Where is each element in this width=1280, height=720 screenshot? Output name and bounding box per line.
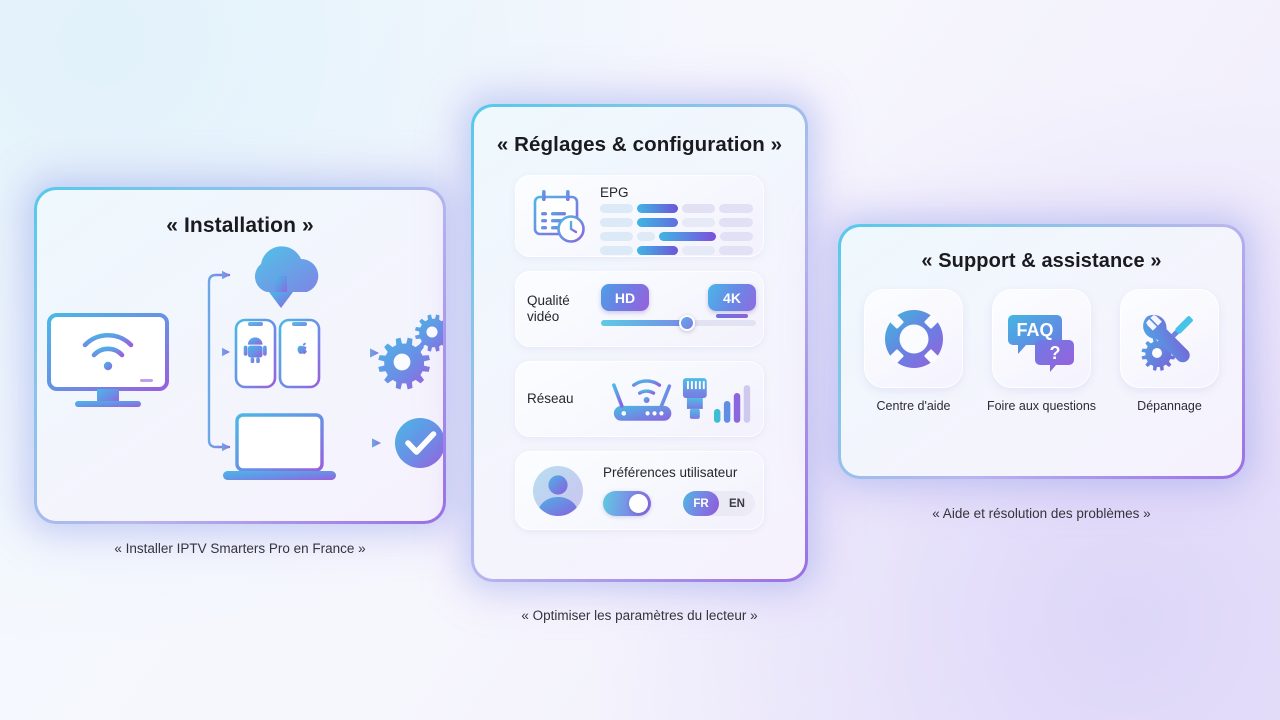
router-wifi-icon	[612, 379, 672, 421]
epg-bar-row	[600, 232, 753, 241]
ethernet-plug-icon	[682, 378, 707, 419]
epg-segment	[718, 218, 753, 227]
preferences-label: Préférences utilisateur	[603, 465, 738, 480]
support-tile-troubleshooting-box[interactable]	[1120, 289, 1219, 388]
epg-label: EPG	[600, 185, 629, 200]
preferences-toggle[interactable]	[603, 491, 651, 516]
epg-segment	[637, 204, 678, 213]
support-tile-troubleshooting-label: Dépannage	[1137, 399, 1202, 413]
card-support-title: « Support & assistance »	[921, 250, 1162, 272]
card-installation-title: « Installation »	[166, 214, 314, 237]
laptop-icon	[223, 413, 336, 480]
calendar-clock-icon	[533, 190, 585, 243]
caption-installation: « Installer IPTV Smarters Pro en France …	[114, 541, 366, 556]
epg-segment	[600, 232, 633, 241]
epg-bar-row	[600, 218, 753, 227]
settings-row-network[interactable]: Réseau	[515, 361, 764, 437]
support-tile-faq-box[interactable]: FAQ ?	[992, 289, 1091, 388]
epg-segment	[600, 218, 633, 227]
caption-settings: « Optimiser les paramètres du lecteur »	[521, 608, 758, 623]
epg-segment	[637, 232, 655, 241]
epg-segment	[637, 218, 678, 227]
check-circle-icon	[395, 418, 443, 468]
support-tile-faq-label: Foire aux questions	[986, 399, 1097, 413]
gears-icon	[378, 314, 443, 390]
support-tile-troubleshooting[interactable]: Dépannage	[1120, 289, 1219, 413]
branch-connector	[171, 273, 231, 449]
video-quality-label-line1: Qualité	[527, 292, 570, 308]
support-tiles: Centre d'aide	[841, 289, 1242, 413]
epg-segment	[681, 204, 715, 213]
epg-segment	[600, 204, 633, 213]
lifebuoy-icon	[884, 309, 943, 368]
epg-segment	[681, 218, 715, 227]
settings-row-epg[interactable]: EPG	[515, 175, 764, 257]
network-label: Réseau	[527, 390, 574, 406]
svg-text:?: ?	[1049, 343, 1060, 363]
card-installation[interactable]: « Installation »	[34, 187, 446, 524]
video-quality-label-line2: vidéo	[527, 309, 560, 324]
tv-wifi-icon	[47, 313, 169, 407]
epg-bars	[600, 204, 753, 255]
arrow-phones-to-gears	[331, 348, 379, 358]
epg-segment	[718, 204, 753, 213]
preferences-toggle-knob	[629, 494, 648, 513]
epg-segment	[600, 246, 633, 255]
4k-badge-stand	[716, 314, 748, 318]
epg-segment	[681, 246, 715, 255]
card-support[interactable]: « Support & assistance »	[838, 224, 1245, 479]
epg-bar-row	[600, 246, 753, 255]
language-switch[interactable]: FR EN	[683, 491, 755, 516]
apple-phone-icon	[278, 318, 321, 389]
wrench-screwdriver-icon	[1141, 314, 1193, 371]
settings-row-preferences[interactable]: Préférences utilisateur FR EN	[515, 451, 764, 530]
quality-slider-knob[interactable]	[678, 315, 695, 331]
support-tile-faq[interactable]: FAQ ? Foire aux questions	[987, 289, 1096, 413]
support-tile-help-center-label: Centre d'aide	[876, 399, 951, 413]
video-quality-label: Qualité vidéo	[527, 293, 570, 326]
epg-segment	[659, 232, 716, 241]
signal-bars-icon	[714, 385, 751, 423]
caption-support: « Aide et résolution des problèmes »	[932, 506, 1151, 521]
svg-text:FAQ: FAQ	[1016, 320, 1053, 340]
card-settings-body: « Réglages & configuration »	[474, 107, 805, 579]
language-option-fr[interactable]: FR	[683, 491, 719, 516]
hd-badge[interactable]: HD	[601, 284, 649, 311]
quality-slider[interactable]	[601, 315, 756, 331]
settings-row-video-quality[interactable]: Qualité vidéo HD 4K	[515, 271, 764, 347]
android-phone-icon	[234, 318, 277, 389]
arrow-laptop-to-check	[335, 438, 381, 448]
card-settings[interactable]: « Réglages & configuration »	[471, 104, 808, 582]
support-tile-help-center-box[interactable]	[864, 289, 963, 388]
language-option-en[interactable]: EN	[729, 497, 745, 510]
faq-bubbles-icon: FAQ ?	[1007, 314, 1074, 372]
user-avatar-icon	[533, 465, 583, 516]
4k-badge[interactable]: 4K	[708, 284, 756, 311]
epg-segment	[637, 246, 678, 255]
settings-rows: EPG	[474, 175, 805, 530]
epg-bar-row	[600, 204, 753, 213]
epg-segment	[720, 232, 753, 241]
support-tile-help-center[interactable]: Centre d'aide	[864, 289, 963, 413]
card-installation-body: « Installation »	[37, 190, 443, 521]
branch-arrowheads	[222, 270, 230, 452]
card-support-body: « Support & assistance »	[841, 227, 1242, 476]
quality-slider-fill	[601, 320, 685, 326]
epg-segment	[718, 246, 753, 255]
installation-diagram	[47, 246, 443, 480]
card-settings-title: « Réglages & configuration »	[496, 133, 783, 156]
cloud-download-icon	[254, 246, 319, 308]
